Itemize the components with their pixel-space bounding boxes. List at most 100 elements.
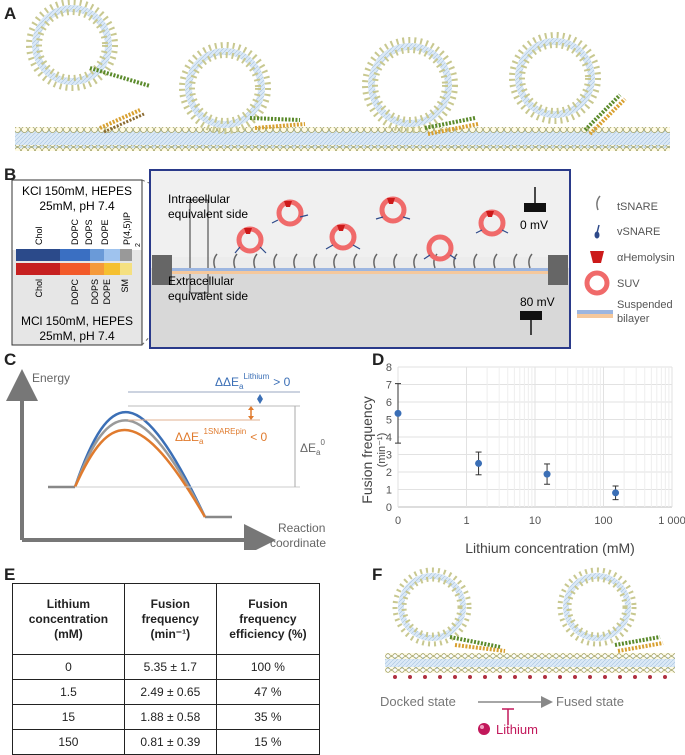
- vesicle-free: [26, 0, 151, 134]
- docked-state-label: Docked state: [380, 694, 456, 709]
- col-header-lithium: Lithium concentration (mM): [12, 583, 125, 655]
- hemolysin-icon: [590, 251, 604, 263]
- extracellular-label-line1: Extracellular: [168, 274, 234, 288]
- intracellular-label-line1: Intracellular: [168, 192, 230, 206]
- docked-vesicle: [392, 567, 506, 653]
- panel-c-energy-diagram: Energy Reaction coordinate ΔΔEaLithium> …: [6, 369, 326, 550]
- table-row: 150 0.81 ± 0.39 15 %: [12, 729, 321, 755]
- panel-b-letter: B: [4, 165, 17, 184]
- chart-x-tick-label: 100: [594, 515, 612, 527]
- chart-y-axis-label: Fusion frequency: [360, 396, 375, 503]
- legend-bilayer: Suspended bilayer: [577, 299, 673, 325]
- top-lipid-dope: DOPE: [100, 219, 110, 245]
- vesicle-hemifused: [362, 37, 479, 136]
- chart-y-tick-label: 5: [386, 415, 392, 427]
- voltage-top: 0 mV: [520, 218, 548, 232]
- tsnare-icon: [596, 195, 601, 211]
- bilayer-icon: [577, 310, 613, 314]
- electrode-top: [524, 187, 546, 212]
- energy-axis-label: Energy: [32, 371, 70, 385]
- chart-y-tick-label: 6: [386, 397, 392, 409]
- table-row: 1.5 2.49 ± 0.65 47 %: [12, 679, 321, 705]
- vesicle-docked: [179, 42, 306, 134]
- legend-hemolysin-label: αHemolysin: [617, 252, 675, 264]
- top-lipid-chol: Chol: [34, 226, 44, 245]
- table-cell: 15: [12, 704, 125, 730]
- table-cell: 35 %: [215, 704, 321, 730]
- suv-ring-icon: [584, 270, 610, 296]
- fused-state-label: Fused state: [556, 694, 624, 709]
- top-buffer-line1: KCl 150mM, HEPES: [22, 184, 132, 198]
- chart-y-tick-label: 7: [386, 380, 392, 392]
- vesicle-fused: [509, 32, 627, 136]
- top-buffer-line2: 25mM, pH 7.4: [39, 199, 115, 213]
- bottom-lipid-dops: DOPS: [90, 279, 100, 305]
- electrode-bottom: [520, 311, 542, 335]
- panel-a-letter: A: [4, 4, 17, 23]
- membrane-bilayer: [15, 130, 670, 148]
- table-row: 0 5.35 ± 1.7 100 %: [12, 654, 321, 680]
- snare-delta-label: ΔΔEa1SNAREpin< 0: [175, 427, 268, 446]
- de0-label: ΔEa0: [300, 438, 325, 457]
- lithium-label: Lithium: [496, 722, 538, 737]
- chart-x-tick-label: 1: [463, 515, 469, 527]
- chart-y-tick-label: 4: [386, 432, 392, 444]
- panel-a-fusion-schematic: [15, 0, 670, 151]
- chart-x-tick-label: 10: [529, 515, 541, 527]
- chart-data-point: [475, 459, 483, 467]
- table-cell: 100 %: [215, 654, 321, 680]
- top-lipid-pip-sub: 2: [135, 243, 142, 247]
- table-row: 15 1.88 ± 0.58 35 %: [12, 704, 321, 730]
- legend-bilayer-label1: Suspended: [617, 299, 673, 311]
- bottom-leaflet-lipids: [16, 263, 132, 275]
- legend-hemolysin: αHemolysin: [590, 251, 675, 264]
- legend-tsnare-label: tSNARE: [617, 201, 658, 213]
- voltage-bottom: 80 mV: [520, 295, 555, 309]
- table-cell: 1.5: [12, 679, 125, 705]
- lithium-delta-label: ΔΔEaLithium> 0: [215, 372, 291, 391]
- top-lipid-dopc: DOPC: [70, 218, 80, 245]
- intracellular-label-line2: equivalent side: [168, 207, 248, 221]
- chart-data-point: [612, 489, 620, 497]
- top-leaflet-lipids: [16, 249, 132, 261]
- panel-b-bilayer-setup: KCl 150mM, HEPES 25mM, pH 7.4 Chol DOPC …: [11, 169, 675, 349]
- baseline-curve: [73, 419, 207, 518]
- snare-curve: [73, 428, 207, 518]
- chart-x-tick-label: 0: [395, 515, 401, 527]
- table-cell: 2.49 ± 0.65: [123, 679, 217, 705]
- table-cell: 0.81 ± 0.39: [123, 729, 217, 755]
- chart-y-axis-unit: (min⁻¹): [376, 433, 388, 468]
- chart-y-tick-label: 8: [386, 362, 392, 374]
- table-cell: 47 %: [215, 679, 321, 705]
- fusion-table: Lithium concentration (mM) Fusion freque…: [12, 583, 321, 755]
- chart-data-point: [543, 470, 551, 478]
- bottom-buffer-line1: MCl 150mM, HEPES: [21, 314, 133, 328]
- table-cell: 5.35 ± 1.7: [123, 654, 217, 680]
- legend-vsnare-label: vSNARE: [617, 226, 660, 238]
- chart-y-tick-label: 3: [386, 450, 392, 462]
- legend-suv-label: SUV: [617, 278, 640, 290]
- legend-vsnare: vSNARE: [594, 224, 660, 239]
- panel-f-lithium-schematic: Docked state Fused state Lithium: [380, 567, 675, 737]
- chart-y-tick-label: 2: [386, 467, 392, 479]
- chart-data-point: [394, 409, 402, 417]
- table-cell: 0: [12, 654, 125, 680]
- fused-vesicle: [557, 567, 664, 653]
- chart-x-tick-label: 1 000: [658, 515, 685, 527]
- panel-c-letter: C: [4, 350, 17, 369]
- bottom-lipid-chol: Chol: [34, 279, 44, 298]
- suspended-bilayer: [172, 268, 548, 271]
- bottom-lipid-dopc: DOPC: [70, 279, 80, 306]
- top-lipid-pip: P(4,5)IP: [122, 212, 132, 245]
- chart-x-axis-label: Lithium concentration (mM): [465, 540, 635, 556]
- panel-f-letter: F: [372, 565, 383, 584]
- legend-suv: SUV: [584, 270, 640, 296]
- panel-e-letter: E: [4, 565, 16, 584]
- reaction-axis-label2: coordinate: [270, 536, 326, 550]
- reaction-axis-label1: Reaction: [278, 521, 325, 535]
- extracellular-label-line2: equivalent side: [168, 289, 248, 303]
- col-header-frequency: Fusion frequency (min⁻¹): [123, 583, 217, 655]
- col-header-efficiency: Fusion frequency efficiency (%): [215, 583, 321, 655]
- bottom-buffer-line2: 25mM, pH 7.4: [39, 329, 115, 343]
